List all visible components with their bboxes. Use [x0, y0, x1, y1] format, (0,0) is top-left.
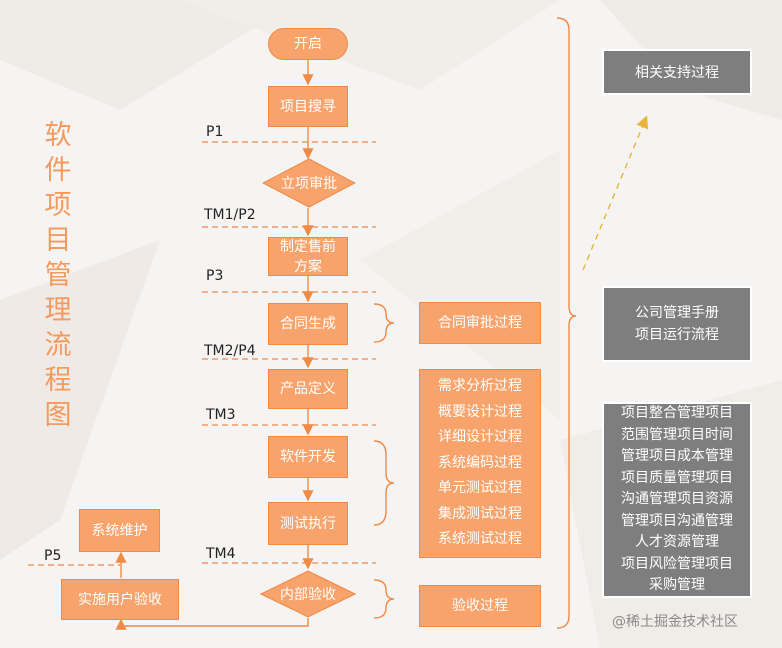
- process-item: 集成测试过程: [438, 505, 522, 522]
- page-title: 软 件 项 目 管 理 流 程 图: [44, 120, 72, 431]
- related-support-label: 相关支持过程: [635, 65, 719, 81]
- internal-diamond: [260, 570, 356, 618]
- manual-line: 公司管理手册: [635, 305, 719, 321]
- contract-node: 合同生成: [268, 303, 348, 345]
- product-node: 产品定义: [268, 369, 348, 409]
- knowledge-areas-box: 项目整合管理项目 范围管理项目时间 管理项目成本管理 项目质量管理项目 沟通管理…: [602, 402, 752, 598]
- watermark: @稀土掘金技术社区: [612, 614, 738, 630]
- approve-label: 立项审批: [281, 176, 337, 192]
- milestone-tm3: TM3: [206, 407, 236, 423]
- process-item: 系统编码过程: [438, 454, 522, 471]
- start-label: 开启: [294, 36, 322, 52]
- process-item: 详细设计过程: [438, 429, 522, 446]
- milestone-p3: P3: [206, 268, 224, 284]
- user-accept-label: 实施用户验收: [78, 591, 162, 608]
- area-line: 项目整合管理项目: [621, 405, 733, 422]
- maintain-label: 系统维护: [91, 522, 148, 539]
- test-label: 测试执行: [280, 515, 336, 532]
- presales-label: 制定售前方案: [280, 238, 336, 275]
- process-item: 需求分析过程: [438, 377, 522, 394]
- area-line: 范围管理项目时间: [621, 426, 733, 443]
- milestone-p1: P1: [206, 124, 224, 140]
- milestone-tm2p4: TM2/P4: [204, 343, 256, 359]
- start-node: 开启: [268, 28, 348, 60]
- contract-approval-label: 合同审批过程: [438, 315, 522, 331]
- maintain-node: 系统维护: [79, 509, 160, 552]
- area-line: 管理项目沟通管理: [621, 512, 733, 529]
- dev-node: 软件开发: [268, 436, 348, 478]
- process-item: 系统测试过程: [438, 531, 522, 548]
- company-manual-box: 公司管理手册 项目运行流程: [602, 286, 752, 362]
- search-label: 项目搜寻: [280, 98, 336, 115]
- contract-approval-process: 合同审批过程: [419, 302, 541, 344]
- manual-line: 项目运行流程: [635, 327, 719, 343]
- test-node: 测试执行: [268, 502, 348, 545]
- contract-label: 合同生成: [280, 316, 336, 332]
- internal-label: 内部验收: [280, 587, 336, 603]
- milestone-tm4: TM4: [206, 546, 236, 562]
- related-support-box: 相关支持过程: [602, 49, 752, 95]
- dev-process-list: 需求分析过程 概要设计过程 详细设计过程 系统编码过程 单元测试过程 集成测试过…: [419, 369, 541, 558]
- area-line: 项目质量管理项目: [621, 469, 733, 486]
- milestone-tm1p2: TM1/P2: [204, 207, 256, 223]
- acceptance-label: 验收过程: [452, 598, 508, 614]
- area-line: 人才资源管理: [635, 534, 719, 551]
- milestone-p5: P5: [44, 548, 62, 564]
- acceptance-process: 验收过程: [419, 585, 541, 627]
- area-line: 采购管理: [649, 577, 705, 594]
- presales-node: 制定售前方案: [268, 237, 348, 276]
- process-item: 概要设计过程: [438, 403, 522, 420]
- process-item: 单元测试过程: [438, 480, 522, 497]
- product-label: 产品定义: [280, 381, 336, 397]
- approve-diamond: [262, 158, 356, 208]
- user-accept-node: 实施用户验收: [61, 579, 179, 620]
- area-line: 沟通管理项目资源: [621, 491, 733, 508]
- search-node: 项目搜寻: [268, 86, 348, 127]
- area-line: 项目风险管理项目: [621, 555, 733, 572]
- area-line: 管理项目成本管理: [621, 448, 733, 465]
- dev-label: 软件开发: [280, 449, 336, 465]
